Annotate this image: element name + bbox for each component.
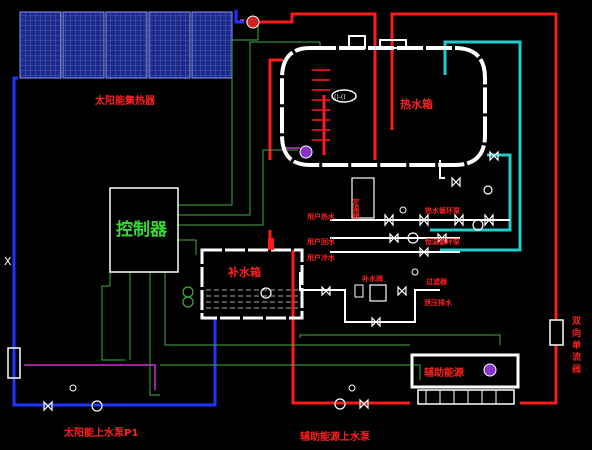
pressure-relief-label: 泄压排水 xyxy=(424,298,453,307)
aux-heater-sensor-icon xyxy=(483,363,497,377)
controller-box xyxy=(109,187,179,273)
filter-icon xyxy=(369,284,387,302)
pressure-gauge-icon xyxy=(399,206,407,214)
user-return-water-label: 用户回水 xyxy=(307,237,336,246)
aux-heater-label: 辅助能源 xyxy=(424,366,464,379)
solar-pump-icon xyxy=(91,400,103,412)
constant-temp-valve-label: 定温阀 xyxy=(352,197,360,220)
controller-label: 控制器 xyxy=(116,219,168,240)
circulation-pump-icon xyxy=(472,219,484,231)
pressure-gauge-icon xyxy=(348,384,356,392)
solar-panel xyxy=(148,11,191,79)
hot-pipes xyxy=(246,12,558,405)
top-valve-icon xyxy=(246,15,260,29)
filter-label: 过滤器 xyxy=(426,277,448,286)
level-sensor-icon xyxy=(182,286,194,298)
pressure-gauge-icon xyxy=(69,384,77,392)
temperature-sensor-icon xyxy=(331,89,357,103)
aux-pump-icon xyxy=(334,398,346,410)
constant-temp-pump-label: 恒温循环泵 xyxy=(424,237,460,246)
aux-pump-label: 辅助能源上水泵 xyxy=(300,430,371,443)
float-valve-icon xyxy=(260,287,272,299)
aux-heater xyxy=(410,353,520,405)
expansion-tank-icon xyxy=(7,347,21,379)
hot-water-tank: ()-() xyxy=(280,35,487,179)
tank-sensor-icon xyxy=(299,145,313,159)
two-way-valve-icon xyxy=(549,319,564,346)
two-way-valve-label: 双向单流阀 xyxy=(570,316,581,376)
temperature-sensor-text: ()-() xyxy=(334,94,346,101)
cold-pipes xyxy=(12,10,244,407)
two-way-valve-label-group: 双向单流阀 xyxy=(570,316,581,376)
makeup-valve-icon xyxy=(354,284,364,298)
tank-outlet-sensor-icon xyxy=(483,185,493,195)
pressure-gauge-icon xyxy=(411,268,419,276)
solar-panel xyxy=(19,11,62,79)
tee-mark: X xyxy=(4,255,12,268)
solar-panel xyxy=(191,11,233,79)
makeup-tank xyxy=(182,248,304,320)
return-pipes xyxy=(430,40,522,252)
makeup-tank-label: 补水箱 xyxy=(227,265,261,279)
signal-wires xyxy=(101,22,501,396)
level-sensor-icon xyxy=(182,296,194,308)
solar-collector-label: 太阳能集热器 xyxy=(94,94,156,107)
tank-top-port xyxy=(348,35,366,49)
solar-panel xyxy=(62,11,105,79)
tank-top-port xyxy=(379,39,407,49)
solar-collector-array xyxy=(19,11,233,79)
makeup-valve-label: 补水阀 xyxy=(361,274,383,283)
solar-panel xyxy=(105,11,148,79)
solar-pump-label: 太阳能上水泵P1 xyxy=(63,426,138,439)
valve-icons xyxy=(43,150,499,412)
circulation-pump-icon xyxy=(407,232,419,244)
hot-water-tank-label: 热水箱 xyxy=(400,97,433,111)
user-outlet-marker xyxy=(268,238,274,250)
constant-temp-valve-box xyxy=(351,177,375,219)
user-hot-water-label: 用户热水 xyxy=(307,212,336,221)
hot-water-circulation-label: 热水循环泵 xyxy=(425,206,460,215)
user-pipe-network xyxy=(299,219,510,323)
user-cold-water-label: 用户冷水 xyxy=(307,253,336,262)
